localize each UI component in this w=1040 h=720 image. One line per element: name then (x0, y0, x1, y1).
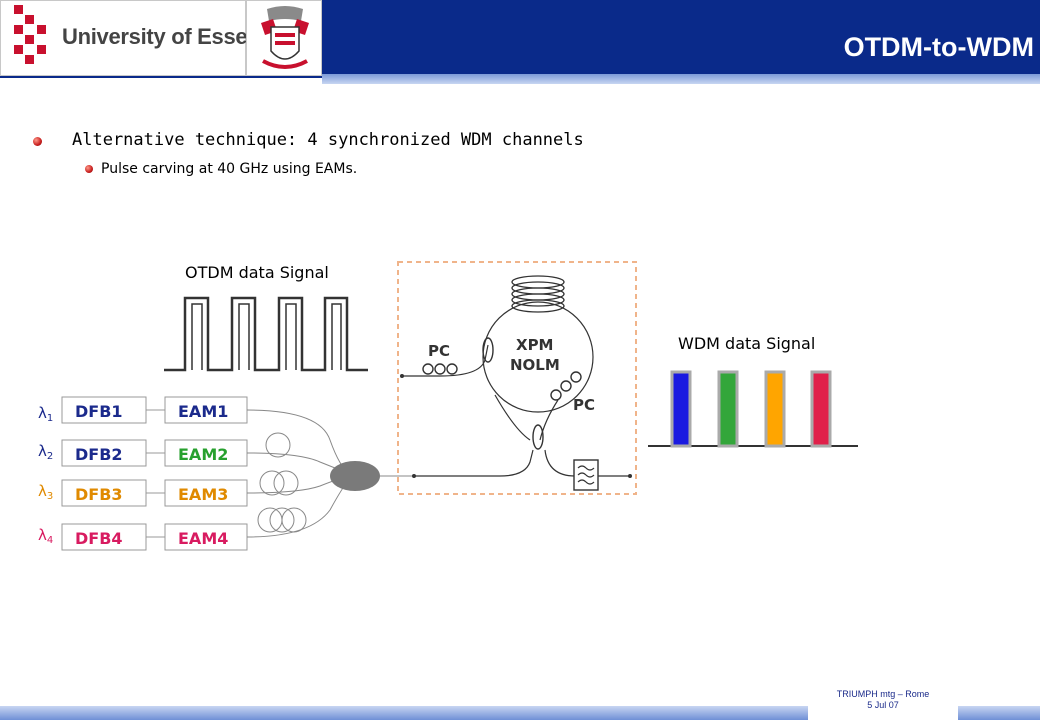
dfb3-box (61, 479, 147, 507)
source-array: λ1 DFB1 EAM1 λ2 DFB2 EAM2 λ3 DFB3 EAM3 λ… (38, 396, 248, 551)
lambda-3: λ3 (38, 482, 53, 502)
source-row-3: λ3 DFB3 EAM3 (38, 479, 248, 507)
bullet-icon (33, 137, 42, 146)
university-logo (0, 0, 246, 76)
bullet-level1: Alternative technique: 4 synchronized WD… (72, 130, 584, 150)
university-name: University of Essex (62, 24, 260, 49)
otdm-label: OTDM data Signal (185, 263, 329, 282)
fiber-spool-icon (511, 275, 565, 313)
dfb1-box (61, 396, 147, 424)
polarization-controller-left (422, 363, 458, 375)
dfb1-label: DFB1 (75, 402, 123, 421)
footer-text: TRIUMPH mtg – Rome 5 Jul 07 (808, 689, 958, 711)
pc-right-label: PC (573, 396, 595, 414)
dfb4-label: DFB4 (75, 529, 123, 548)
filter-icon (573, 459, 599, 491)
pc-left-label: PC (428, 342, 450, 360)
source-row-2: λ2 DFB2 EAM2 (38, 439, 248, 467)
crest-icon (261, 6, 309, 69)
wdm-channel-3 (764, 370, 786, 448)
footer-line1: TRIUMPH mtg – Rome (836, 689, 930, 699)
otdm-pulse-train (164, 296, 368, 372)
source-row-4: λ4 DFB4 EAM4 (38, 523, 248, 551)
wdm-channel-2 (717, 370, 739, 448)
dfb4-box (61, 523, 147, 551)
eam2-label: EAM2 (178, 445, 228, 464)
wdm-label: WDM data Signal (678, 334, 815, 353)
lambda-1: λ1 (38, 404, 53, 424)
dfb3-label: DFB3 (75, 485, 123, 504)
footer-bar (0, 706, 1040, 720)
wdm-channels (648, 370, 858, 448)
dfb2-box (61, 439, 147, 467)
nolm-box (397, 261, 637, 495)
eam1-box (164, 396, 248, 424)
eam2-box (164, 439, 248, 467)
bullet-level2: Pulse carving at 40 GHz using EAMs. (101, 161, 358, 177)
source-row-1: λ1 DFB1 EAM1 (38, 396, 248, 424)
xpm-label: XPM (516, 336, 554, 354)
wdm-channel-1 (670, 370, 692, 448)
essex-logo-icon (14, 5, 46, 64)
footer-line2: 5 Jul 07 (867, 700, 899, 710)
footer-white (808, 700, 958, 720)
wdm-channel-4 (810, 370, 832, 448)
nolm-loop (402, 301, 630, 477)
eam4-box (164, 523, 248, 551)
eam1-label: EAM1 (178, 402, 228, 421)
crest (246, 0, 322, 76)
slide-title: OTDM-to-WDM (843, 32, 1034, 62)
sub-bullet-icon (85, 165, 93, 173)
coupler-icon (330, 461, 380, 491)
dfb2-label: DFB2 (75, 445, 123, 464)
lambda-4: λ4 (38, 526, 53, 546)
coupler-left-icon (482, 337, 494, 363)
coupler-center-icon (532, 424, 544, 450)
eam3-label: EAM3 (178, 485, 228, 504)
eam3-box (164, 479, 248, 507)
nolm-label: NOLM (510, 356, 560, 374)
lambda-2: λ2 (38, 442, 53, 462)
eam4-label: EAM4 (178, 529, 228, 548)
polarization-controller-right (550, 371, 582, 401)
header-strip (322, 74, 1040, 84)
